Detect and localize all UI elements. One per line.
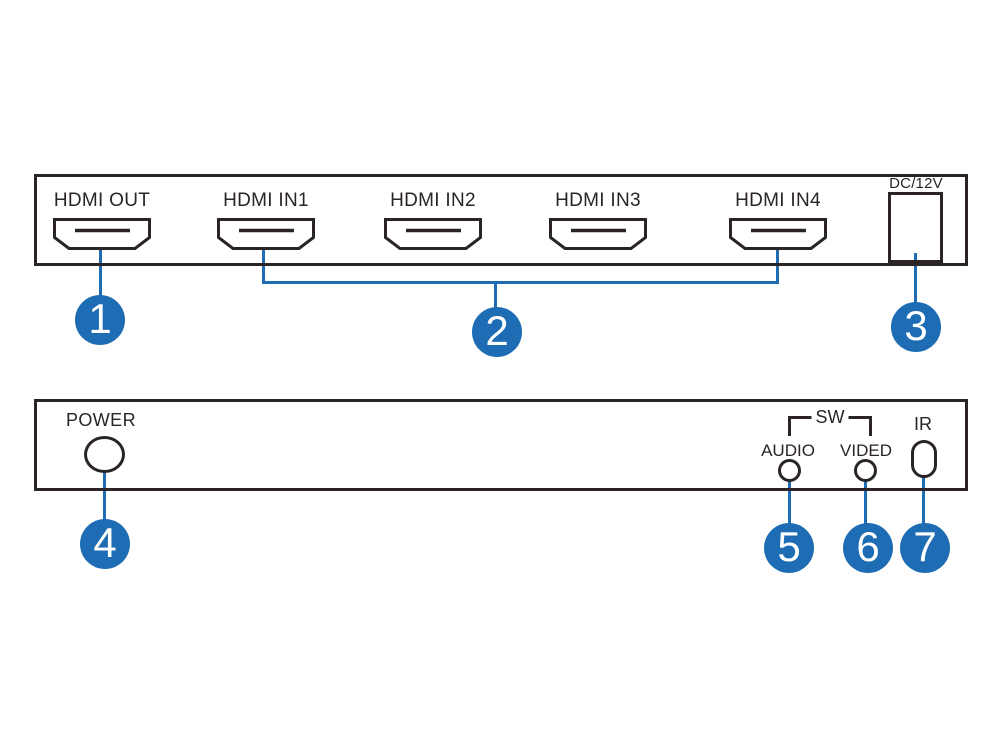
power-button-icon [84, 436, 125, 473]
hdmi-in1-label: HDMI IN1 [223, 190, 309, 211]
hdmi-in4-label: HDMI IN4 [735, 190, 821, 211]
hdmi-out-label: HDMI OUT [53, 190, 151, 211]
ir-receiver-icon [911, 440, 937, 478]
callout-line-7 [922, 476, 925, 524]
hdmi-in4-port-icon [729, 218, 827, 250]
hdmi-out-port-icon [53, 218, 151, 250]
callout-line-6 [864, 480, 867, 524]
callout-6-badge: 6 [843, 523, 893, 573]
callout-4-badge: 4 [80, 519, 130, 569]
callout-7-badge: 7 [900, 523, 950, 573]
video-label: VIDED [840, 441, 892, 460]
dc-jack-icon [888, 192, 943, 263]
hdmi-in1-port-icon [217, 218, 315, 250]
callout-line-2-right [776, 248, 779, 284]
callout-1-badge: 1 [75, 295, 125, 345]
hdmi-in2-label: HDMI IN2 [390, 190, 476, 211]
sw-label: SW [811, 407, 849, 428]
callout-line-2-left [262, 248, 265, 284]
callout-5-badge: 5 [764, 523, 814, 573]
callout-line-3 [914, 253, 917, 303]
callout-line-1 [99, 248, 102, 296]
ir-label: IR [914, 414, 932, 434]
dc-12v-label: DC/12V [889, 175, 943, 192]
video-led-icon [854, 459, 877, 482]
callout-line-2-drop [494, 281, 497, 308]
callout-line-2-bracket [262, 281, 779, 284]
callout-3-badge: 3 [891, 302, 941, 352]
callout-line-4 [103, 470, 106, 520]
callout-2-badge: 2 [472, 307, 522, 357]
hdmi-in2-port-icon [384, 218, 482, 250]
audio-label: AUDIO [761, 441, 815, 460]
rear-panel-outline [34, 174, 968, 266]
power-label: POWER [65, 410, 136, 430]
hdmi-in3-label: HDMI IN3 [555, 190, 641, 211]
hdmi-in3-port-icon [549, 218, 647, 250]
front-panel-outline [34, 399, 968, 491]
sw-bracket: SW [788, 407, 872, 436]
audio-led-icon [778, 459, 801, 482]
callout-line-5 [788, 480, 791, 524]
